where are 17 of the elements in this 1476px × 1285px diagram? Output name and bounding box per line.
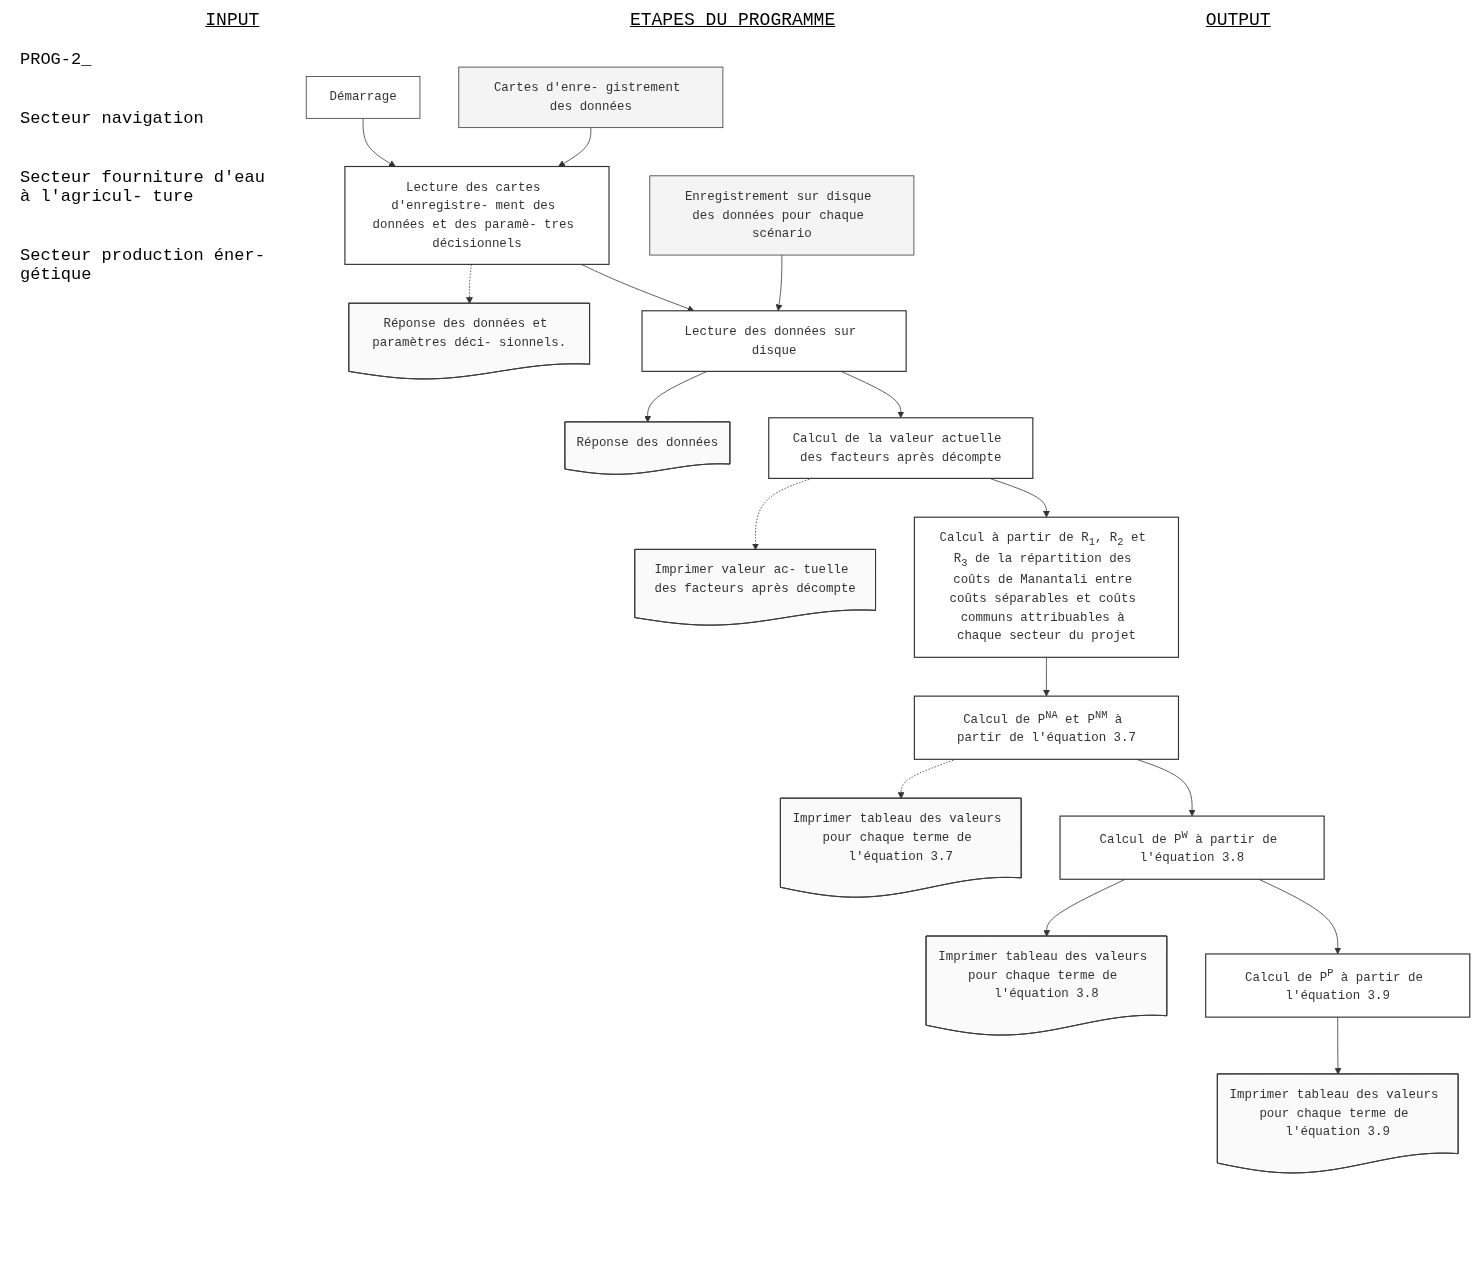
node-box: Enregistrement sur disque des données pour chaque scénario — [649, 175, 915, 256]
note-text: Secteur production éner- gétique — [20, 246, 266, 284]
node-box: Démarrage — [305, 76, 421, 119]
column-heading: OUTPUT — [1205, 10, 1271, 30]
node-box: Calcul de P$^{P}$ à partir de l'équation 3.9 — [1205, 953, 1471, 1018]
node-box: Calcul de P$^{NA}$ et P$^{NM}$ à partir de l'équation 3.7 — [913, 695, 1180, 760]
node-box: Cartes d'enre- gistrement des données — [458, 66, 724, 129]
note-text: Secteur navigation — [20, 109, 205, 128]
note-text: PROG-2_ — [20, 50, 93, 69]
node-box: Lecture des données sur disque — [641, 310, 907, 372]
node-box: Calcul de la valeur actuelle des facteurs après décompte — [768, 417, 1034, 479]
node-box: Lecture des cartes d'enregistre- ment des données et des paramè- tres décisionnels — [344, 165, 610, 265]
column-heading: INPUT — [205, 10, 260, 30]
node-box: Calcul de P$^{W}$ à partir de l'équation 3.8 — [1059, 815, 1325, 880]
note-text: Secteur fourniture d'eau à l'agricul- ture — [20, 168, 266, 206]
column-heading: ETAPES DU PROGRAMME — [629, 10, 836, 30]
node-box: Calcul à partir de R$_{1}$, R$_{2}$ et R$_{3}$ de la répartition des coûts de Manantali entre coûts séparables et coûts communs attribuables à chaque secteur du projet — [913, 516, 1180, 658]
